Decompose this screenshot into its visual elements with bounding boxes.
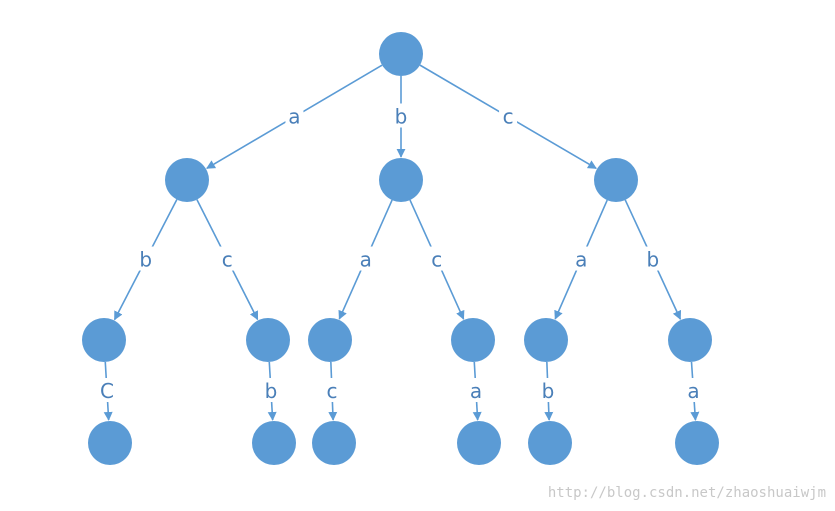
edge-label-background [261,378,280,403]
node-n-c [594,158,638,202]
node-n-cba [675,421,719,465]
node-n-b [379,158,423,202]
edge-label-n-cb-n-cba: a [687,379,699,403]
node-n-ac [246,318,290,362]
edge-label-background [136,246,155,271]
node-n-abc [88,421,132,465]
node-n-ba [308,318,352,362]
edge-label-n-a-n-ab: b [139,248,152,272]
edge-label-background [643,246,662,271]
edge-label-background [499,103,518,128]
node-n-cb [668,318,712,362]
edge-label-background [218,246,237,271]
edge-label-n-c-n-cb: b [646,248,659,272]
node-n-a [165,158,209,202]
node-n-acb [252,421,296,465]
node-n-ca [524,318,568,362]
edge-label-root-n-b: b [395,105,408,129]
edge-label-background [285,103,304,128]
edge-label-n-b-n-ba: a [360,248,372,272]
edge-label-background [356,246,375,271]
edge-label-n-ac-n-acb: b [265,379,278,403]
edge-label-n-a-n-ac: c [222,248,233,272]
node-n-bca [457,421,501,465]
node-n-cab [528,421,572,465]
edge-label-n-b-n-bc: c [431,248,442,272]
edge-label-background [572,246,591,271]
node-n-bac [312,421,356,465]
edge-label-background [466,378,485,403]
edge-label-n-c-n-ca: a [575,248,587,272]
edge-label-n-ca-n-cab: b [542,379,555,403]
nodes-layer [82,32,719,465]
edge-label-background [684,378,703,403]
watermark-text: http://blog.csdn.net/zhaoshuaiwjm [548,485,826,501]
node-n-bc [451,318,495,362]
node-n-ab [82,318,126,362]
edge-label-n-ab-n-abc: C [100,379,114,403]
edge-label-background [427,246,446,271]
edge-label-background [392,103,410,128]
edge-label-background [322,378,341,403]
edge-label-background [538,378,557,403]
edge-label-n-ba-n-bac: c [326,379,337,403]
edge-label-root-n-a: a [288,105,300,129]
edge-label-root-n-c: c [503,105,514,129]
edge-label-background [97,378,116,403]
node-root [379,32,423,76]
edge-label-n-bc-n-bca: a [470,379,482,403]
